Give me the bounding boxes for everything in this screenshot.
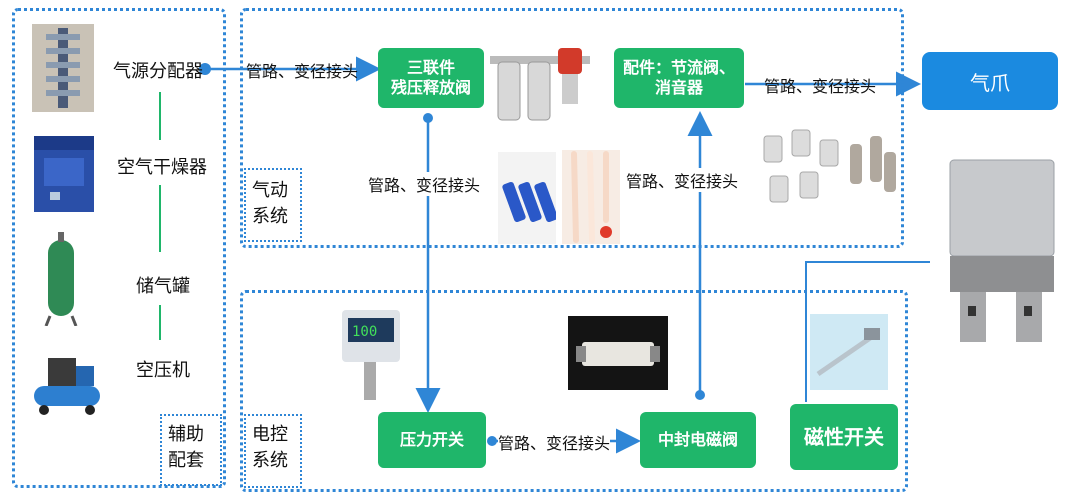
air-tubing-image (562, 150, 620, 244)
frl-unit-node: 三联件残压释放阀 (378, 48, 484, 108)
solenoid-valve-node: 中封电磁阀 (640, 412, 756, 468)
frl-unit-image (490, 48, 590, 121)
magnetic-switch-image (810, 314, 888, 390)
edge-label-solenoid-fittings: 管路、变径接头 (626, 168, 739, 192)
gripper-node: 气爪 (922, 52, 1058, 110)
pressure-switch-node: 压力开关 (378, 412, 486, 468)
aux-frame (12, 8, 226, 488)
svg-text:100: 100 (352, 324, 377, 340)
pressure-switch-image: 100 (342, 310, 400, 400)
edge-label-fittings-gripper: 管路、变径接头 (764, 77, 877, 96)
aux-item-compressor: 空压机 (136, 360, 190, 381)
electric-frame (240, 290, 908, 492)
push-fittings-image (498, 152, 556, 244)
aux-label-box (160, 414, 222, 486)
tank-image (44, 232, 78, 326)
edge-label-pressure-solenoid: 管路、变径接头 (498, 430, 611, 454)
gripper-image (949, 159, 1055, 342)
edge-label-distributor-frl: 管路、变径接头 (246, 62, 359, 81)
pneumatic-label-box (244, 168, 302, 242)
aux-item-tank: 储气罐 (136, 276, 190, 297)
pneumatic-section-label: 气动系统 (252, 180, 288, 227)
aux-section-label: 辅助配套 (168, 424, 204, 471)
flow-valve-muffler-image (763, 129, 896, 203)
electric-label-box (244, 414, 302, 488)
dryer-image (34, 136, 94, 212)
aux-item-distributor: 气源分配器 (113, 61, 203, 82)
solenoid-valve-image (568, 316, 668, 390)
edge-label-frl-pressure: 管路、变径接头 (368, 172, 481, 196)
pneumatic-frame (240, 8, 904, 248)
electric-section-label: 电控系统 (252, 424, 288, 471)
magnetic-switch-node: 磁性开关 (790, 404, 898, 470)
magnetic-switch-link (805, 261, 930, 402)
compressor-image (34, 358, 100, 415)
aux-item-dryer: 空气干燥器 (117, 157, 207, 178)
distributor-image (32, 24, 94, 112)
fittings-node: 配件：节流阀、消音器 (614, 48, 744, 108)
